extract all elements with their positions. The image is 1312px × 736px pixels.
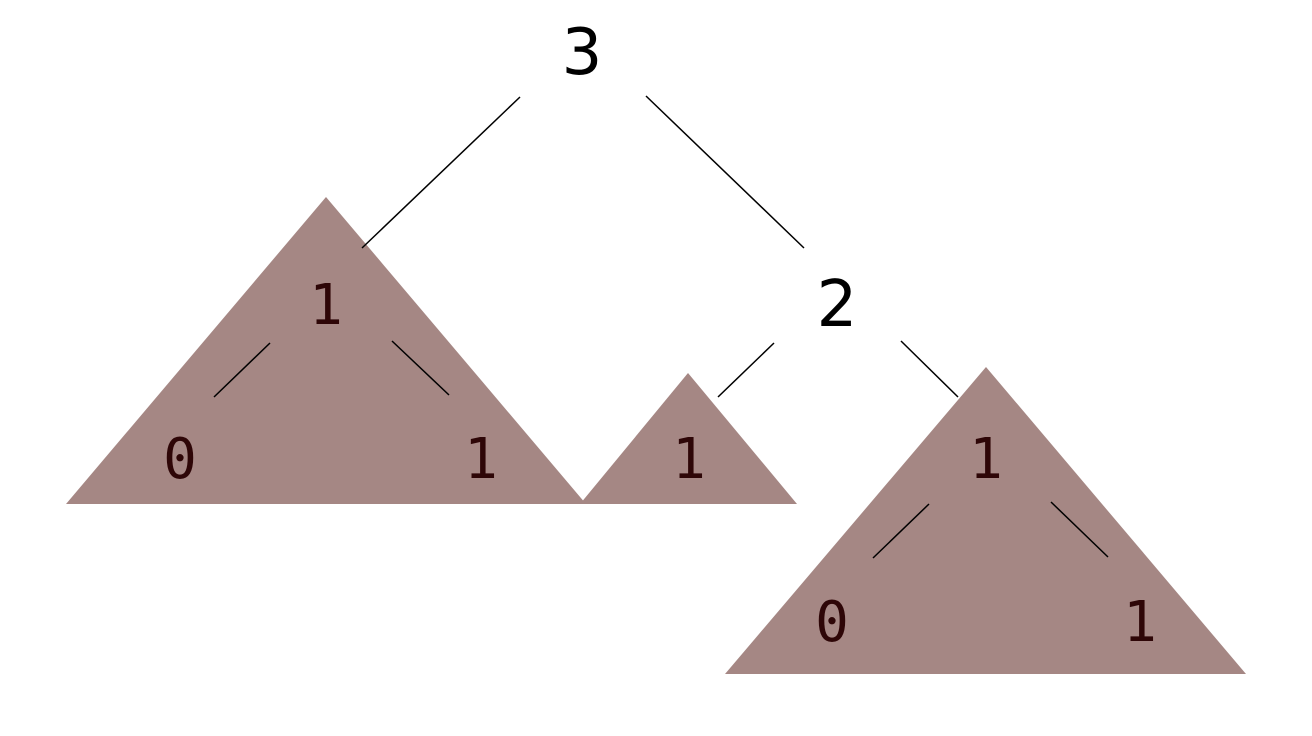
left-subtree-left-leaf-label: 0 (163, 427, 197, 492)
left-subtree-right-leaf-label: 1 (464, 427, 498, 492)
edge-node-2-to-right-subtree (900, 340, 959, 398)
subtree-right-triangle (725, 367, 1246, 674)
edge-root-to-left-subtree (361, 96, 521, 249)
right-subtree-left-leaf-label: 0 (815, 590, 849, 655)
right-subtree-root-label: 1 (969, 427, 1003, 492)
edge-root-to-node-2 (645, 95, 805, 249)
subtree-middle-triangle (580, 373, 797, 504)
edge-left-subtree-to-right-leaf (391, 340, 450, 396)
middle-subtree-root-label: 1 (672, 427, 706, 492)
subtree-left-triangle (66, 197, 586, 504)
edge-right-subtree-to-right-leaf (1050, 501, 1109, 558)
node-2-label: 2 (817, 268, 858, 342)
edge-node-2-to-middle-subtree (717, 342, 775, 398)
root-node-label: 3 (562, 16, 603, 90)
edge-right-subtree-to-left-leaf (872, 503, 930, 559)
left-subtree-root-label: 1 (309, 273, 343, 338)
edge-left-subtree-to-left-leaf (213, 342, 271, 398)
right-subtree-right-leaf-label: 1 (1123, 590, 1157, 655)
